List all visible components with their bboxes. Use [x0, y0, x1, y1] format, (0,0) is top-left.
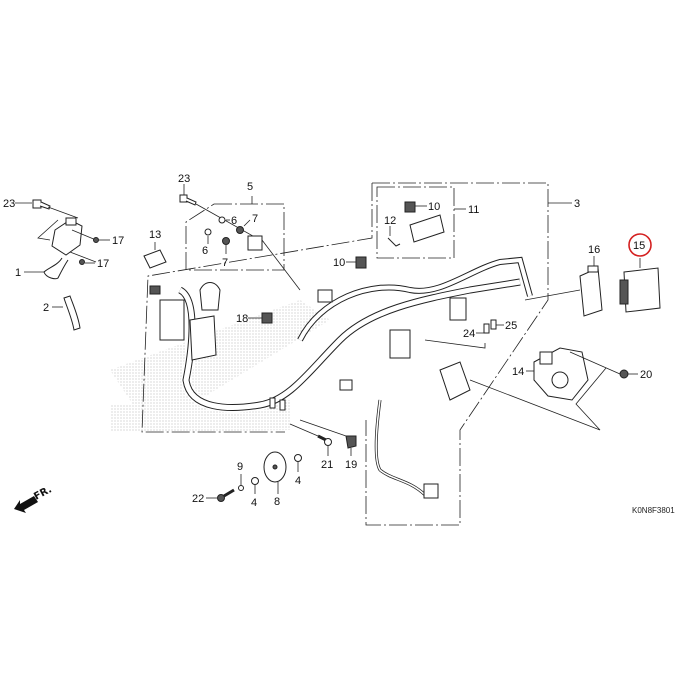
part-label[interactable]: 6: [202, 245, 208, 257]
part-label[interactable]: 8: [274, 496, 280, 508]
relay-bracket-group: 5 23 6 6 7 7: [178, 173, 301, 291]
part-label[interactable]: 9: [237, 461, 243, 473]
ignition-coil-group: 23 17 17 1 2: [3, 198, 124, 331]
relay-icon: [247, 235, 263, 251]
part-label[interactable]: 18: [236, 313, 248, 325]
part-label[interactable]: 3: [574, 198, 580, 210]
part-label[interactable]: 4: [295, 475, 301, 487]
ecu-15-icon: [623, 267, 661, 313]
washer-icon: [294, 454, 302, 462]
front-direction-indicator: FR.: [14, 484, 54, 513]
battery-bag-icon: [159, 299, 185, 341]
diagram-code: K0N8F3801: [632, 506, 675, 515]
connector-icon: [339, 379, 353, 391]
nut-icon: [93, 237, 99, 243]
regulator-group: 14 20: [469, 347, 652, 431]
bolt-icon: [32, 199, 51, 210]
nut-icon: [345, 435, 357, 449]
part-label-highlighted[interactable]: 15: [633, 240, 645, 252]
collar-icon: [204, 228, 212, 236]
front-label: FR.: [32, 484, 54, 502]
fuse-icon: [490, 319, 497, 330]
part-label[interactable]: 23: [3, 198, 15, 210]
connector-icon: [317, 289, 333, 303]
connector-icon: [439, 361, 471, 401]
main-harness-frame: 3 11 10 12 10: [141, 182, 580, 526]
connector-icon: [423, 483, 439, 499]
arrow-icon: [14, 496, 38, 513]
fuse-box-cover-icon: [409, 214, 445, 243]
part-label[interactable]: 23: [178, 173, 190, 185]
part-label[interactable]: 14: [512, 366, 524, 378]
ecu-group: 16 15: [524, 233, 661, 317]
grommet-icon: [236, 226, 244, 234]
part-label[interactable]: 17: [97, 258, 109, 270]
collar-icon: [218, 216, 226, 224]
part-label[interactable]: 11: [468, 204, 479, 216]
part-label[interactable]: 10: [428, 201, 440, 213]
fuse-icon: [483, 323, 490, 334]
bolt-21-group: 21 19: [289, 419, 357, 471]
washer-icon: [251, 477, 259, 485]
bolt-icon: [217, 494, 225, 502]
junction-connector-icon: [389, 329, 411, 359]
part-label[interactable]: 16: [588, 244, 600, 256]
wire-harness-icon: [149, 256, 533, 499]
part-label[interactable]: 10: [333, 257, 345, 269]
nut-icon: [79, 259, 85, 265]
part-label[interactable]: 4: [251, 497, 257, 509]
part-label[interactable]: 24: [463, 328, 475, 340]
grommet-icon: [222, 237, 230, 245]
part-label[interactable]: 22: [192, 493, 204, 505]
part-label[interactable]: 5: [247, 181, 253, 193]
ignition-coil-icon: [51, 217, 83, 256]
part-label[interactable]: 17: [112, 235, 124, 247]
part-label[interactable]: 1: [15, 267, 21, 279]
part-label[interactable]: 6: [231, 215, 237, 227]
ecu-rubber-mount-icon: [579, 267, 603, 317]
part-label[interactable]: 21: [321, 459, 333, 471]
nut-icon: [238, 485, 244, 491]
plug-boot-icon: [63, 295, 81, 331]
nut-icon: [619, 369, 629, 379]
part-label[interactable]: 13: [149, 229, 161, 241]
clip-icon: [387, 237, 401, 247]
fuse-holder-cap-icon: [404, 201, 416, 213]
part-label[interactable]: 7: [252, 213, 258, 225]
part-label[interactable]: 25: [505, 320, 517, 332]
highlight-callout: [628, 233, 652, 257]
bolt-icon: [179, 194, 197, 206]
part-label[interactable]: 20: [640, 369, 652, 381]
connector-13: 13: [143, 229, 167, 269]
part-label[interactable]: 2: [43, 302, 49, 314]
part-label[interactable]: 12: [384, 215, 396, 227]
horn-group: 8 4 4 9 22: [192, 451, 302, 509]
fuse-group: 24 25: [424, 319, 517, 349]
plug-cap-icon: [43, 257, 69, 280]
part-label[interactable]: 19: [345, 459, 357, 471]
fuse-holder-cap-icon: [355, 256, 367, 269]
boot-icon: [189, 315, 217, 361]
relay-18-icon: [261, 312, 273, 324]
connector-icon: [449, 297, 467, 321]
connector-icon: [149, 285, 161, 295]
